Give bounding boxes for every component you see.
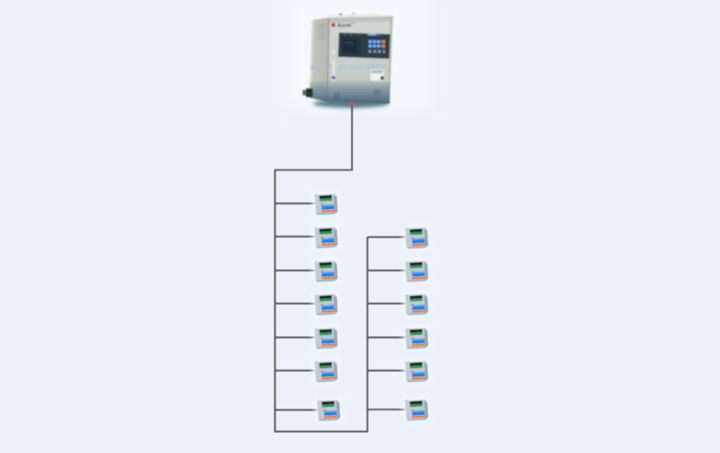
- svg-text:Acrel: Acrel: [337, 23, 352, 29]
